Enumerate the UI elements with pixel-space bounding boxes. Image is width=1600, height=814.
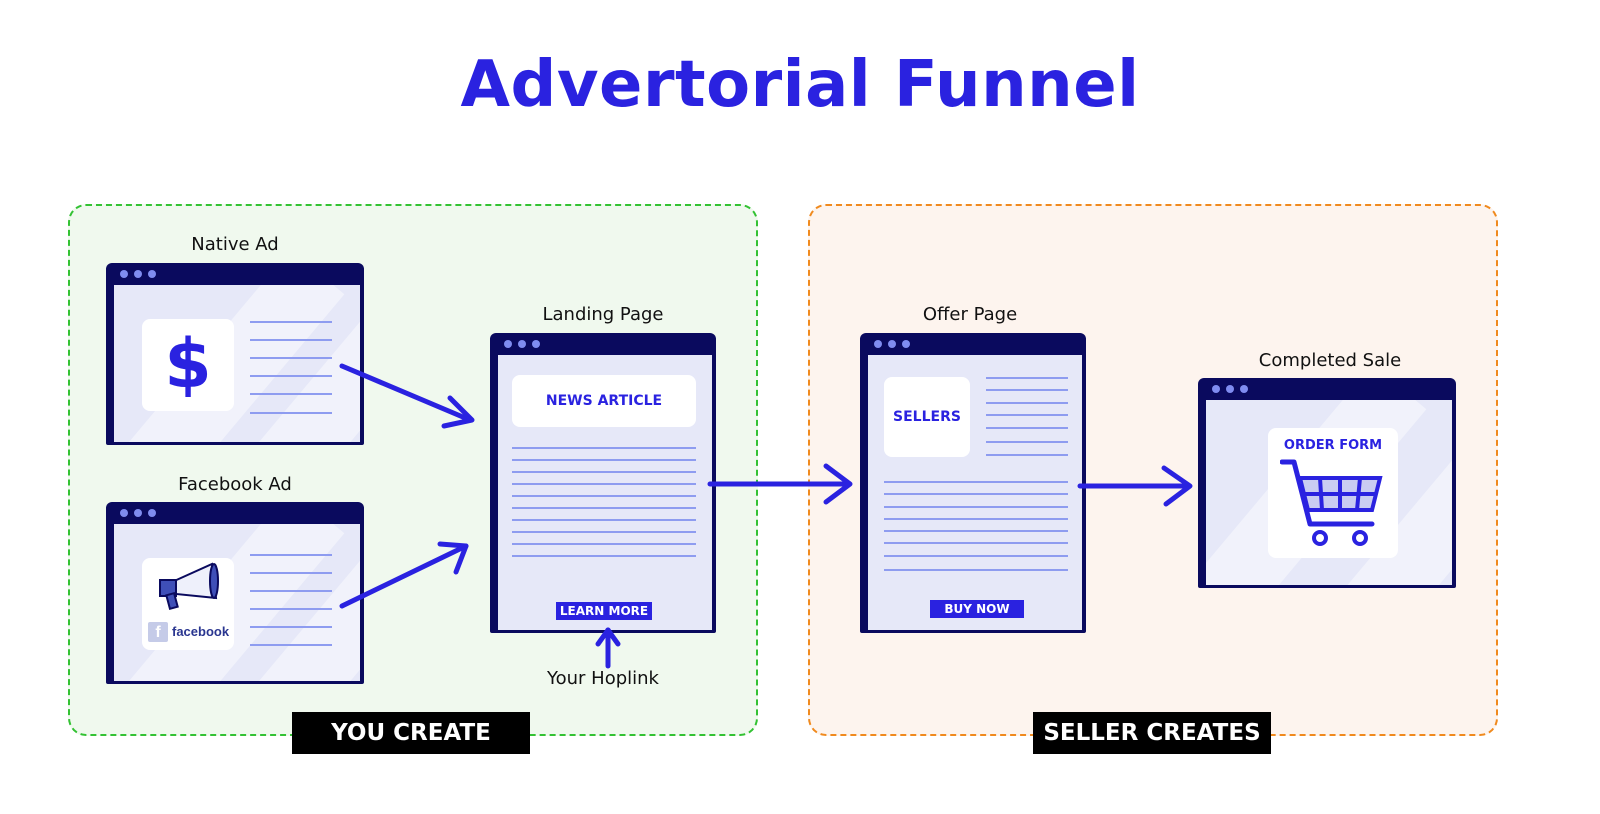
window-dot-icon: [532, 340, 540, 348]
facebook-ad-window: f facebook: [106, 502, 364, 684]
sellers-card: SELLERS: [884, 377, 970, 457]
window-dot-icon: [874, 340, 882, 348]
window-dot-icon: [120, 270, 128, 278]
you-create-label: YOU CREATE: [292, 712, 530, 754]
window-dot-icon: [1226, 385, 1234, 393]
seller-creates-label: SELLER CREATES: [1033, 712, 1271, 754]
facebook-wordmark: facebook: [172, 624, 230, 639]
window-dot-icon: [148, 509, 156, 517]
completed-sale-window: ORDER FORM: [1198, 378, 1456, 588]
facebook-logo-icon: f: [148, 622, 168, 642]
megaphone-icon: [159, 562, 219, 611]
window-dot-icon: [902, 340, 910, 348]
order-form-label: ORDER FORM: [1283, 438, 1383, 453]
window-dot-icon: [148, 270, 156, 278]
native-ad-caption: Native Ad: [191, 234, 279, 255]
dollar-sign-icon: $: [164, 325, 212, 404]
window-dot-icon: [504, 340, 512, 348]
hoplink-annotation: Your Hoplink: [547, 668, 659, 689]
window-dot-icon: [888, 340, 896, 348]
landing-page-caption: Landing Page: [542, 304, 664, 325]
landing-page-window: NEWS ARTICLE LEARN MORE: [490, 333, 716, 633]
order-form-card: ORDER FORM: [1268, 428, 1398, 558]
window-dot-icon: [518, 340, 526, 348]
offer-page-caption: Offer Page: [922, 304, 1018, 325]
diagram-title: Advertorial Funnel: [460, 48, 1140, 122]
window-dot-icon: [120, 509, 128, 517]
sellers-label: SELLERS: [893, 409, 961, 425]
native-ad-image-card: $: [142, 319, 234, 411]
window-dot-icon: [1212, 385, 1220, 393]
completed-sale-caption: Completed Sale: [1258, 350, 1402, 371]
offer-page-window: SELLERS BUY NOW: [860, 333, 1086, 633]
window-dot-icon: [134, 509, 142, 517]
native-ad-window: $: [106, 263, 364, 445]
news-article-label: NEWS ARTICLE: [545, 393, 663, 409]
news-article-card: NEWS ARTICLE: [512, 375, 696, 427]
buy-now-button[interactable]: BUY NOW: [930, 600, 1024, 618]
shopping-cart-icon: [1280, 459, 1383, 546]
facebook-ad-image-card: f facebook: [142, 558, 234, 650]
window-dot-icon: [134, 270, 142, 278]
learn-more-button[interactable]: LEARN MORE: [556, 602, 652, 620]
window-dot-icon: [1240, 385, 1248, 393]
facebook-ad-caption: Facebook Ad: [178, 474, 292, 495]
